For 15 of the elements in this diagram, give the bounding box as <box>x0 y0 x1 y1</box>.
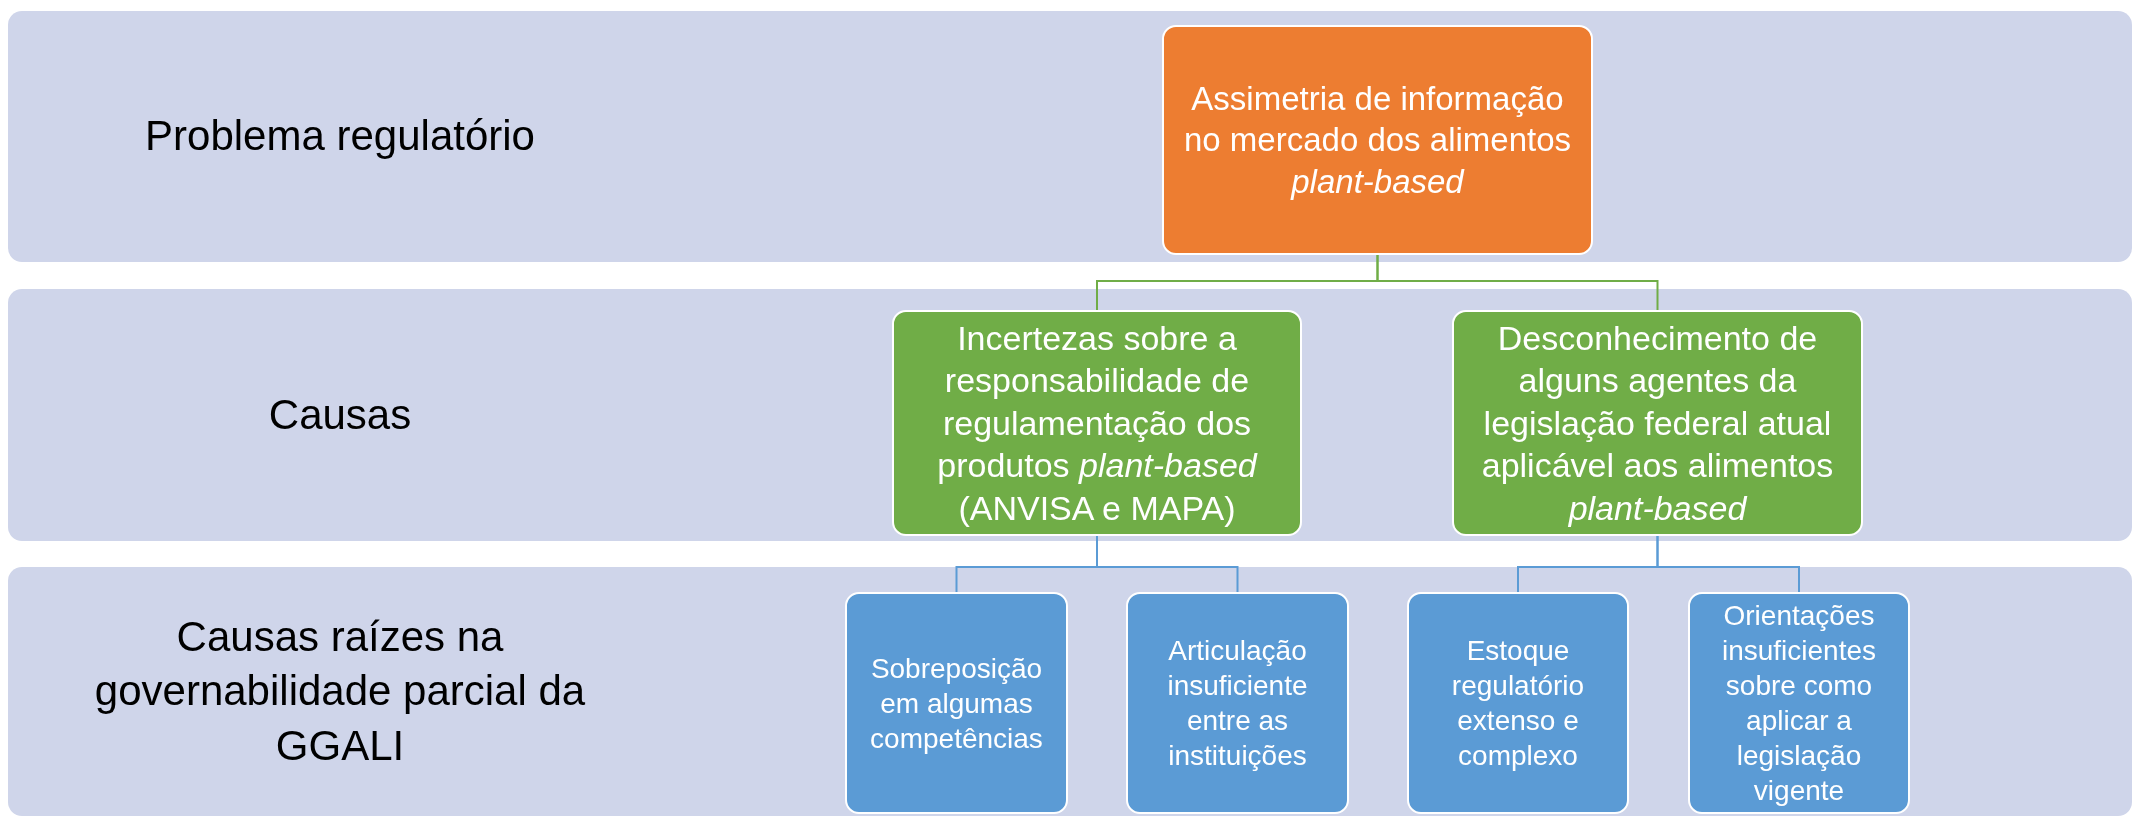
level-label: Causas raízes na governabilidade parcial da GGALI <box>93 611 587 771</box>
cause-box: Desconhecimento de alguns agentes da legislação federal atual aplicável aos alimentos plant-based <box>1452 310 1863 536</box>
level-label: Problema regulatório <box>144 111 536 162</box>
root-cause-box: Sobreposição em algumas competências <box>845 592 1068 814</box>
cause-box: Incertezas sobre a responsabilidade de regulamentação dos produtos plant-based (ANVISA e MAPA) <box>892 310 1302 536</box>
level-band <box>8 289 2132 541</box>
connector-line <box>1656 535 1800 593</box>
level-band <box>8 567 2132 816</box>
level-label: Causas <box>267 389 413 440</box>
root-cause-box: Estoque regulatório extenso e complexo <box>1407 592 1629 814</box>
connector-line <box>1376 254 1659 311</box>
root-cause-box: Articulação insuficiente entre as instituições <box>1126 592 1349 814</box>
root-cause-box: Orientações insuficientes sobre como aplicar a legislação vigente <box>1688 592 1910 814</box>
level-band <box>8 11 2132 262</box>
problem-box: Assimetria de informação no mercado dos alimentos plant-based <box>1162 25 1593 255</box>
